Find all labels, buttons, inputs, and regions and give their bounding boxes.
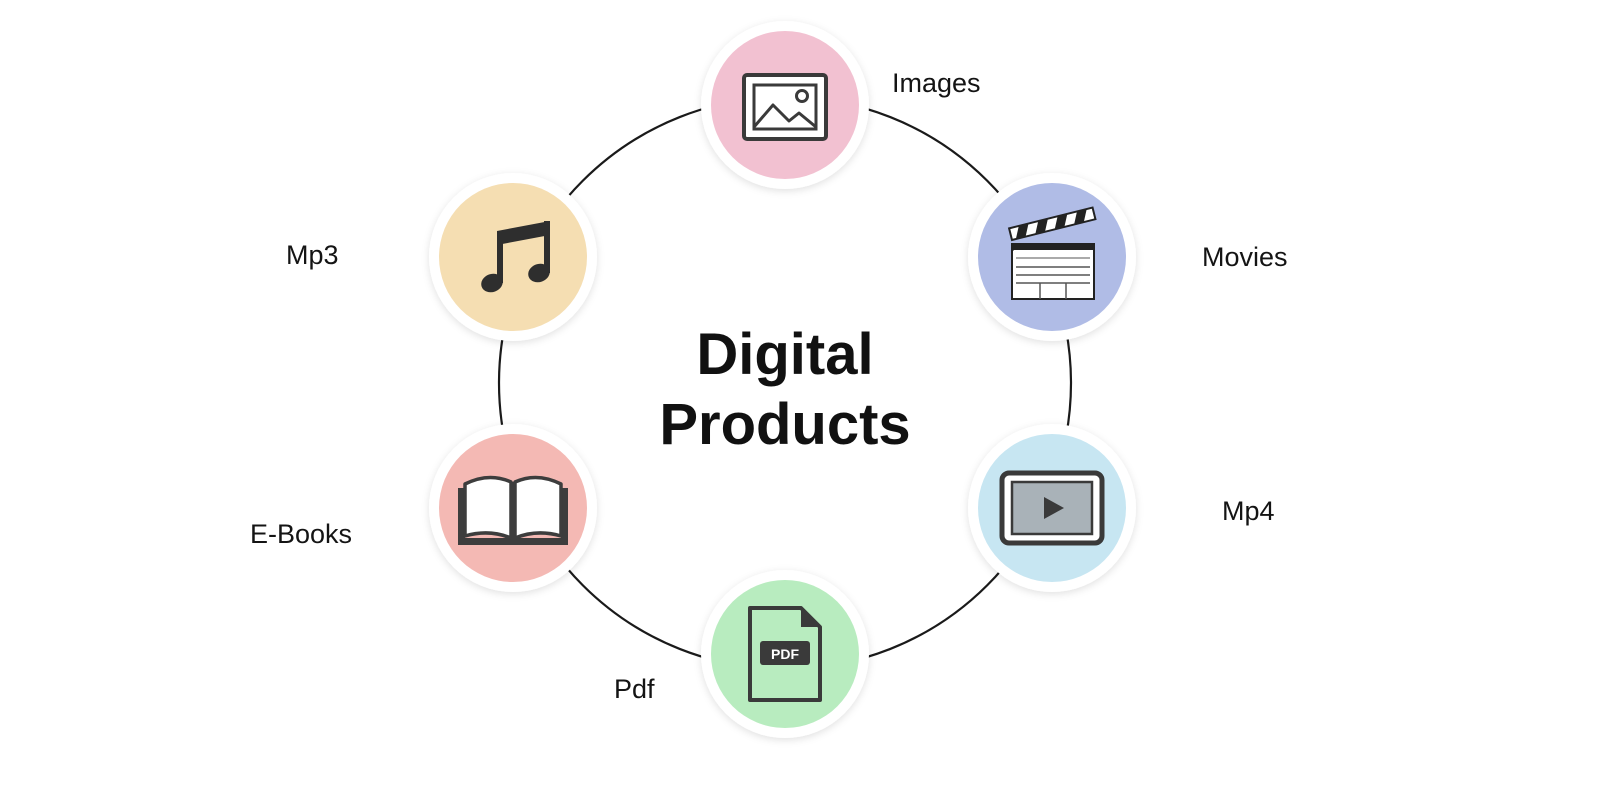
image-icon [742,73,828,141]
pdf-file-icon: PDF [748,606,822,702]
node-pdf: PDF Pdf [614,570,869,738]
node-mp3-label: Mp3 [286,240,339,270]
video-play-icon [999,470,1105,546]
node-movies: Movies [968,173,1288,341]
pdf-badge-text: PDF [771,646,799,662]
title-line-1: Digital [696,322,873,387]
clapperboard-icon [1007,206,1097,300]
node-pdf-label: Pdf [614,674,655,704]
node-images: Images [701,21,981,189]
node-images-label: Images [892,68,981,98]
node-mp3: Mp3 [286,173,597,341]
node-mp4-label: Mp4 [1222,496,1275,526]
node-mp4: Mp4 [968,424,1275,592]
music-note-icon [481,221,550,293]
node-ebooks: E-Books [250,424,597,592]
node-mp3-circle [439,183,587,331]
node-movies-label: Movies [1202,242,1288,272]
title-line-2: Products [659,392,910,457]
node-ebooks-label: E-Books [250,519,352,549]
open-book-icon [458,475,568,545]
